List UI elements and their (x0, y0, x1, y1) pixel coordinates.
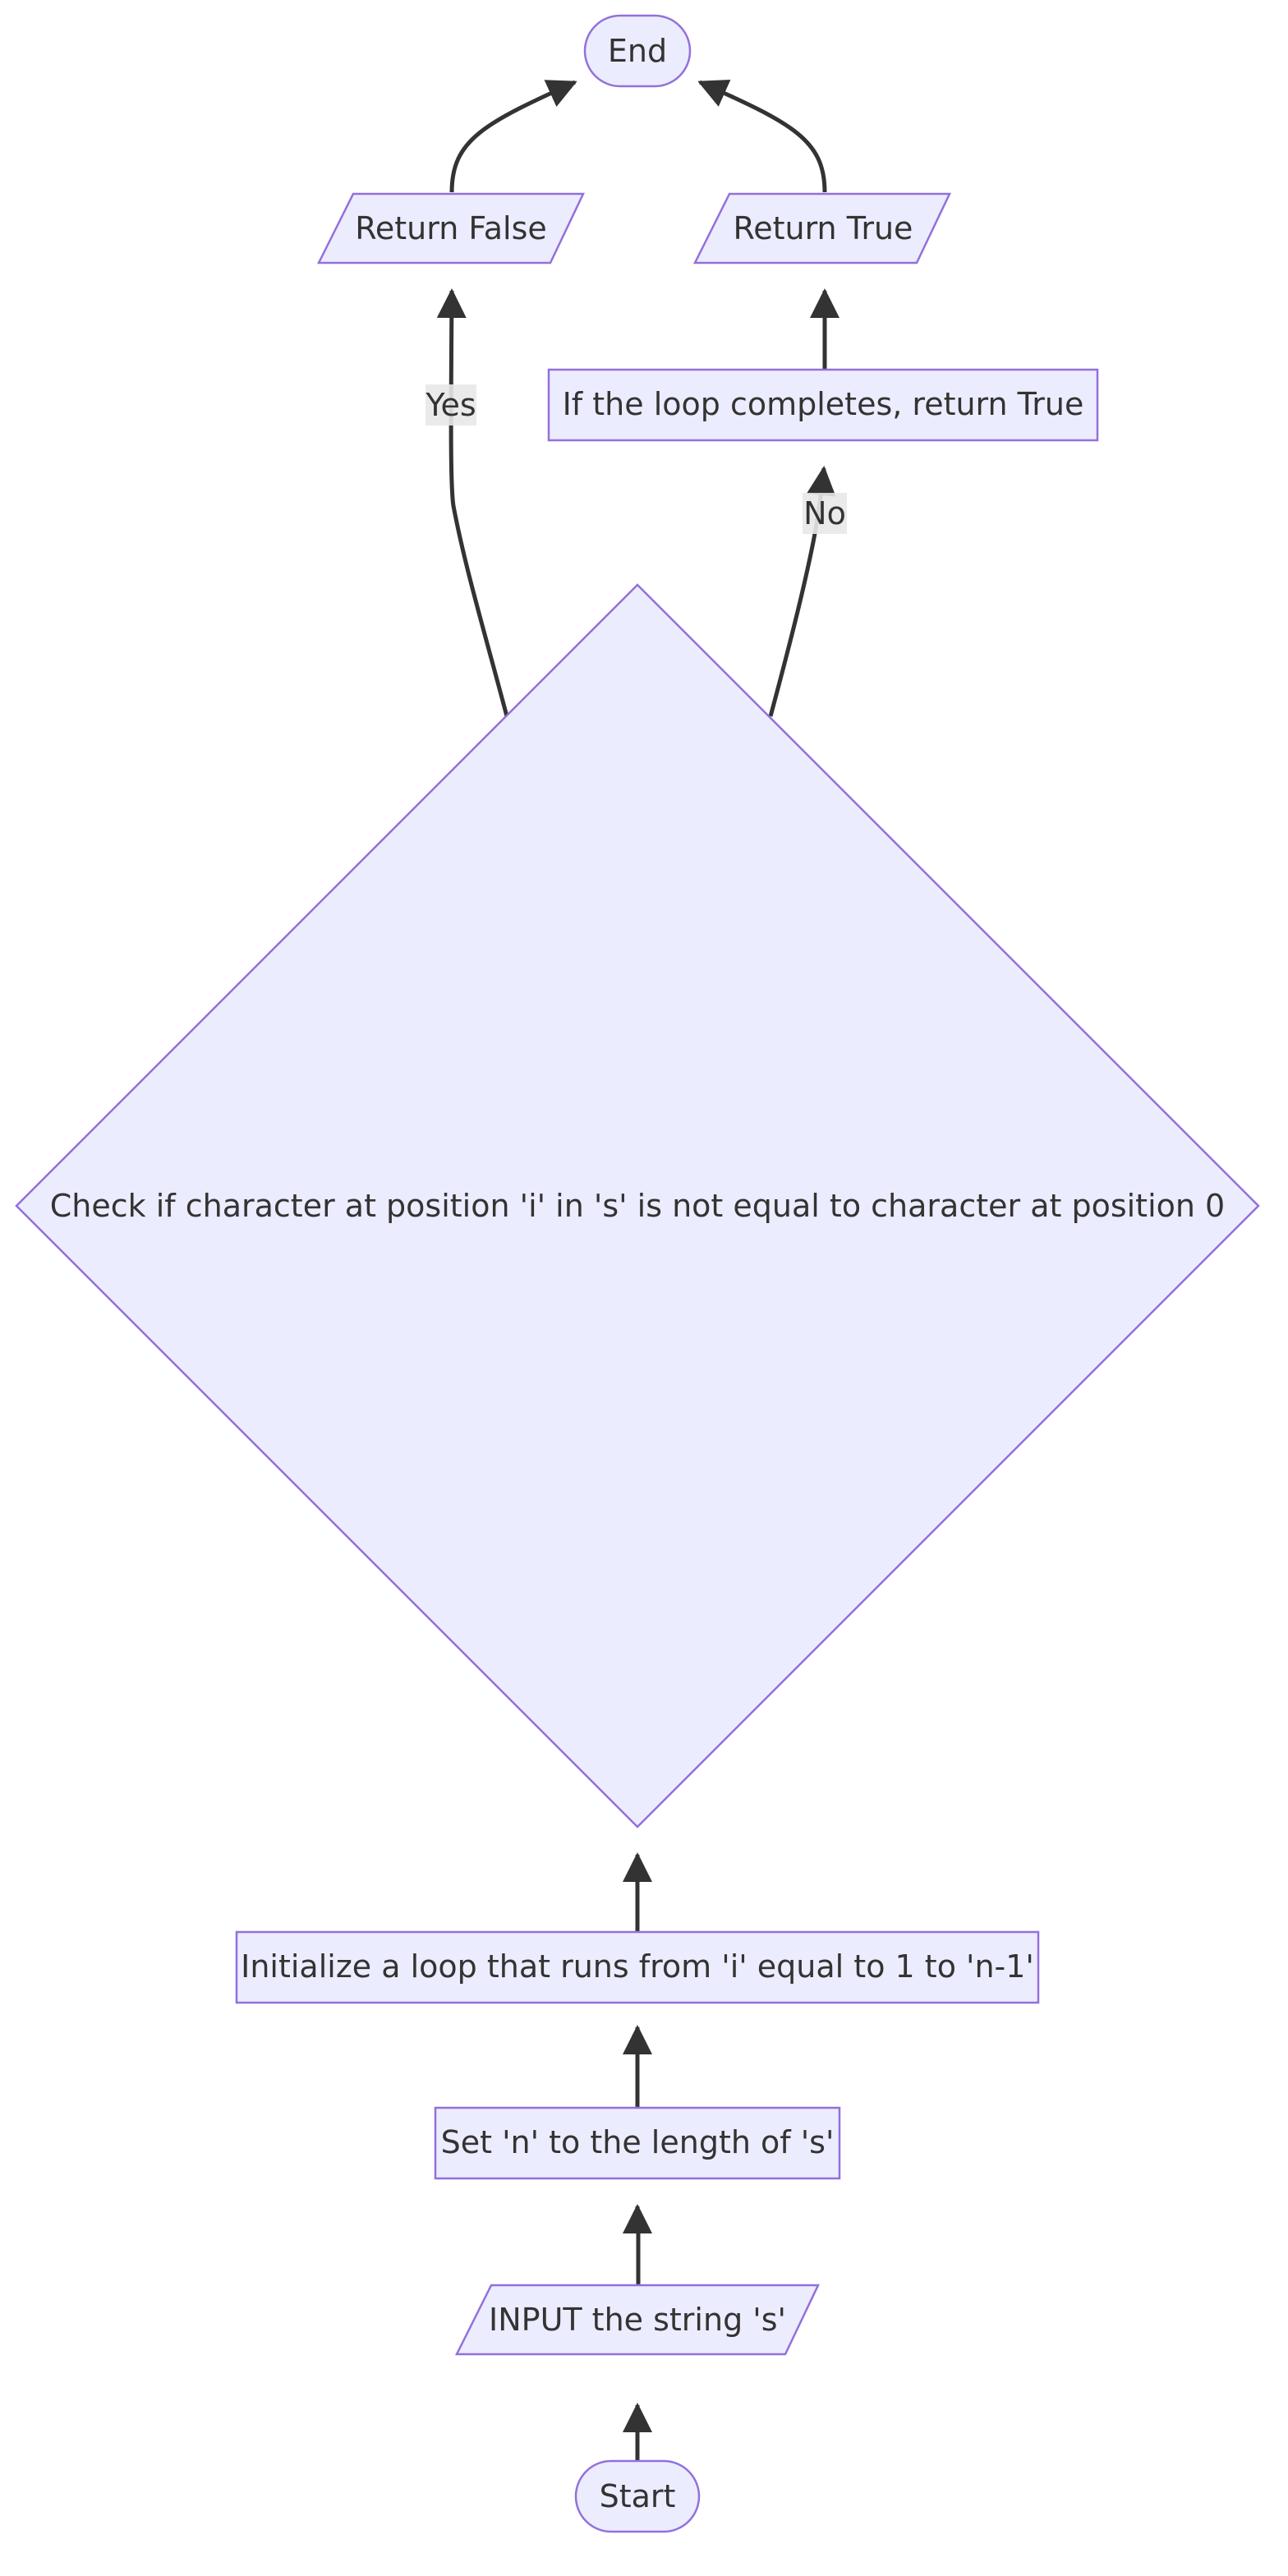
edge-label-yes-text: Yes (425, 387, 476, 423)
node-start-shape (574, 2459, 701, 2533)
node-input-shape (454, 2284, 820, 2356)
node-init-loop-shape (235, 1930, 1040, 2004)
node-end-label: End (608, 33, 667, 69)
node-loop-completes-label: If the loop completes, return True (563, 386, 1084, 422)
node-check-decision-label: Check if character at position 'i' in 's… (50, 1188, 1225, 1224)
edge-check-to-return-false (436, 288, 509, 717)
node-init-loop-label: Initialize a loop that runs from 'i' equ… (241, 1948, 1034, 1985)
node-return-false-shape (316, 192, 585, 264)
node-start: Start (574, 2459, 701, 2533)
node-input: INPUT the string 's' (454, 2284, 820, 2356)
node-return-true: Return True (692, 192, 951, 264)
node-set-n-shape (434, 2106, 841, 2180)
node-return-true-label: Return True (734, 210, 913, 246)
edge-input-to-set-n (623, 2204, 653, 2285)
edge-label-yes: Yes (425, 384, 476, 426)
node-set-n: Set 'n' to the length of 's' (434, 2106, 841, 2180)
edge-label-no-text: No (803, 495, 846, 531)
node-return-false: Return False (316, 192, 585, 264)
edge-label-no: No (803, 493, 847, 534)
edge-label-yes-bg (426, 384, 476, 426)
node-check-decision-shape (15, 583, 1260, 1828)
node-loop-completes-shape (547, 368, 1099, 442)
edge-labels-layer: Yes No (425, 384, 847, 534)
node-return-true-shape (692, 192, 951, 264)
node-end-shape (583, 14, 692, 88)
node-init-loop: Initialize a loop that runs from 'i' equ… (235, 1930, 1040, 2004)
nodes-layer: End Return False Return True If the loop… (15, 14, 1260, 2533)
edge-return-false-to-end (449, 80, 577, 193)
node-return-false-label: Return False (355, 210, 547, 246)
node-start-label: Start (600, 2478, 676, 2514)
node-loop-completes: If the loop completes, return True (547, 368, 1099, 442)
node-check-decision: Check if character at position 'i' in 's… (15, 583, 1260, 1828)
node-input-label: INPUT the string 's' (489, 2302, 786, 2338)
node-end: End (583, 14, 692, 88)
edge-label-no-bg (803, 493, 847, 534)
node-set-n-label: Set 'n' to the length of 's' (441, 2124, 835, 2160)
edge-return-true-to-end (697, 80, 827, 193)
